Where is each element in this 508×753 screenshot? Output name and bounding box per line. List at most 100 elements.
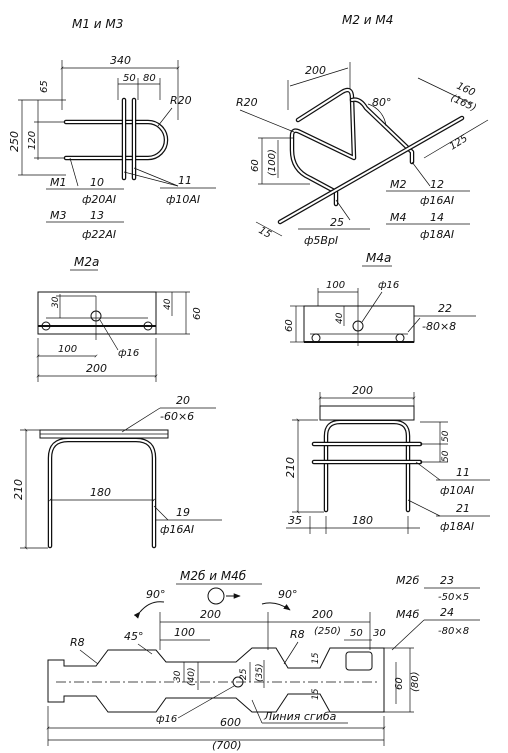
m2a-dim-60: 60 (192, 307, 203, 320)
m2b-dim-250: (250) (314, 626, 341, 637)
m2m4-dim-15: 15 (257, 225, 274, 241)
m2-front-bar19: ф16АI (160, 523, 194, 536)
m4b-pos24: 24 (440, 606, 454, 619)
m4a-dim-40: 40 (335, 312, 345, 324)
m1m3-view: М1 и М3 340 50 80 65 250 120 R20 (8, 17, 216, 241)
m2-front-pos19: 19 (176, 506, 190, 519)
m2m4-angle-80: 80° (372, 96, 392, 109)
m2m4-dim-100: (100) (267, 149, 278, 176)
m2b-view: М2б и М4б 90° 90° 200 200 (250) 50 30 10… (46, 569, 480, 752)
m2-front-dim-210: 210 (12, 479, 25, 500)
m4-front-dim-35: 35 (288, 514, 302, 527)
bar25-label: ф5ВрI (304, 234, 338, 247)
m2b-dim-80: (80) (410, 671, 421, 692)
pos25-label: 25 (330, 216, 344, 229)
m1m3-dim-80: 80 (143, 73, 156, 84)
m4a-title: М4а (366, 251, 391, 265)
m4-front-pos21: 21 (456, 502, 470, 515)
m4a-dim-100: 100 (326, 280, 345, 291)
m3-label: М3 (50, 209, 67, 222)
m2-bar: ф16АI (420, 194, 454, 207)
m2b-title: М2б и М4б (180, 569, 247, 583)
m1m3-u-bar (63, 119, 169, 161)
m4-front-u-bar (323, 419, 411, 513)
m4a-dim-60: 60 (284, 319, 295, 332)
m4b-plate24: -80×8 (438, 626, 469, 637)
m4-front-dim-200: 200 (352, 384, 373, 397)
m4a-plate (303, 305, 415, 343)
m2b-dim-25: 25 (239, 668, 249, 680)
m2b-dim-200b: 200 (312, 608, 333, 621)
m2b-dim-15a: 15 (311, 652, 321, 664)
m2a-dim-100: 100 (58, 344, 77, 355)
m3-bar: ф22АI (82, 228, 116, 241)
m4-front-bar11: ф10АI (440, 484, 474, 497)
m4-front-bar21: ф18АI (440, 520, 474, 533)
m2b-dim-40: (40) (187, 668, 197, 686)
m2b-dim-700: (700) (212, 739, 242, 752)
m2b-phi16: ф16 (156, 714, 177, 725)
m4a-view: М4а 100 ф16 60 40 22 -80×8 (284, 251, 476, 346)
m1m3-dim-65: 65 (39, 80, 50, 93)
m2-label: М2 (390, 178, 407, 191)
m2a-phi16: ф16 (118, 348, 139, 359)
m2b-label: М2б (396, 574, 419, 587)
m2b-pos23: 23 (440, 574, 454, 587)
m2b-slot (345, 651, 373, 671)
m2a-title: М2а (74, 255, 99, 269)
m2a-view: М2а 30 40 60 100 ф16 200 (36, 255, 203, 382)
m2b-dim-30b: 30 (173, 670, 183, 682)
m2b-plate23: -50×5 (438, 592, 469, 603)
m2b-dim-50: 50 (350, 628, 363, 639)
m1-label: М1 (50, 176, 67, 189)
m4-front-dim-50b: 50 (441, 450, 451, 462)
m2a-dim-30: 30 (51, 296, 61, 308)
m2b-plate (47, 647, 385, 713)
m2a-dim-200: 200 (86, 362, 107, 375)
m4-front-dim-210: 210 (284, 457, 297, 478)
m4a-plate22: -80×8 (422, 320, 456, 333)
m2b-r8-right: R8 (290, 628, 305, 641)
m4-front-plate (319, 405, 415, 421)
m2b-angle-90-right: 90° (278, 588, 298, 601)
m2b-angle-45: 45° (124, 630, 144, 643)
m1m3-dim-340: 340 (110, 54, 131, 67)
m2b-dim-30: 30 (373, 628, 386, 639)
m2b-r8-left: R8 (70, 636, 85, 649)
m4a-pos22: 22 (438, 302, 452, 315)
m2m4-dim-200: 200 (305, 64, 326, 77)
m4-pos: 14 (430, 211, 444, 224)
m2m4-dim-125: 125 (448, 133, 470, 152)
m2b-bend-line-label: Линия сгиба (263, 710, 337, 723)
m1m3-dim-50: 50 (123, 73, 136, 84)
m3-pos: 13 (90, 209, 104, 222)
bar11-label: ф10АI (166, 193, 200, 206)
m4-front-dim-50a: 50 (441, 430, 451, 442)
m2m4-title: М2 и М4 (342, 13, 393, 27)
m4-bar: ф18АI (420, 228, 454, 241)
m2b-angle-90-left: 90° (146, 588, 166, 601)
m2b-dim-100: 100 (174, 626, 195, 639)
m2-front-view: 210 180 20 -60×6 19 ф16АI (12, 394, 222, 550)
m4-front-dim-180: 180 (352, 514, 373, 527)
m1m3-title: М1 и М3 (72, 17, 123, 31)
m2b-dim-15b: 15 (311, 688, 321, 700)
m4-front-view: 200 210 50 50 35 180 11 ф10АI 21 ф18АI (284, 384, 490, 534)
m4-front-pos11: 11 (456, 466, 470, 479)
m2a-plate (37, 291, 157, 335)
m1m3-dim-120: 120 (27, 131, 38, 150)
m2b-dim-35: (35) (255, 664, 265, 682)
m2b-dim-60: 60 (394, 677, 405, 690)
m2m4-dim-60: 60 (250, 159, 261, 172)
m2m4-dim-165: (165) (449, 93, 478, 114)
m1-bar: ф20АI (82, 193, 116, 206)
m1m3-dim-250: 250 (8, 131, 21, 152)
m2-pos: 12 (430, 178, 444, 191)
m2-front-dim-180: 180 (90, 486, 111, 499)
m4a-phi16: ф16 (378, 280, 399, 291)
m2b-dim-200: 200 (200, 608, 221, 621)
m2-front-plate20: -60×6 (160, 410, 194, 423)
rotate-icon (207, 587, 225, 605)
pos11-label: 11 (178, 174, 192, 187)
